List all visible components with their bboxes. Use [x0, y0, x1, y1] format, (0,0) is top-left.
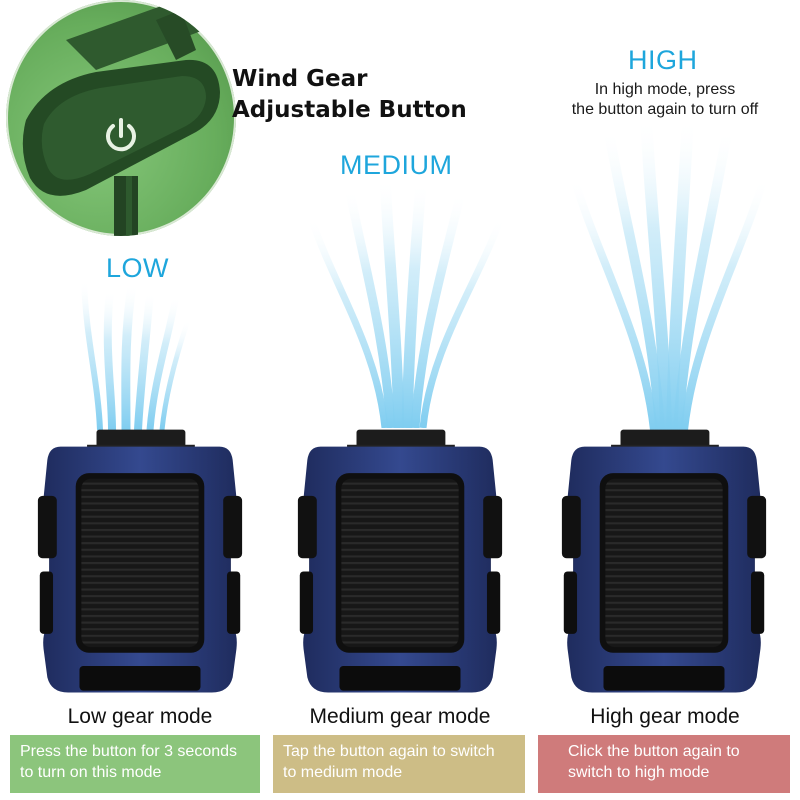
- high-mode-note: In high mode, press the button again to …: [540, 80, 790, 120]
- high-mode-note-line2: the button again to turn off: [571, 101, 759, 118]
- low-level-label: LOW: [106, 253, 170, 283]
- high-mode-title: High gear mode: [590, 705, 740, 728]
- high-mode-fan: [561, 429, 767, 693]
- low-mode-instructions-line2: to turn on this mode: [20, 764, 162, 781]
- high-mode-note-line1: In high mode, press: [594, 81, 736, 98]
- high-mode-instructions: Click the button again to switch to high…: [538, 735, 790, 793]
- high-level-label: HIGH: [628, 45, 698, 75]
- low-mode-instructions-line1: Press the button for 3 seconds: [20, 743, 238, 760]
- inset-heading-line2: Adjustable Button: [232, 97, 467, 123]
- medium-mode-instructions-line1: Tap the button again to switch: [283, 743, 495, 760]
- medium-airflow-graphic: [307, 178, 505, 428]
- medium-mode-title: Medium gear mode: [309, 705, 491, 728]
- medium-mode-fan: [297, 429, 503, 693]
- button-closeup-inset: [6, 0, 236, 236]
- inset-heading: Wind Gear Adjustable Button: [232, 64, 492, 126]
- medium-mode-instructions-line2: to medium mode: [283, 764, 403, 781]
- power-icon: [98, 112, 144, 158]
- low-mode-instructions: Press the button for 3 seconds to turn o…: [10, 735, 260, 793]
- low-airflow-graphic: [81, 280, 190, 430]
- low-mode-title: Low gear mode: [67, 705, 213, 728]
- medium-level-label: MEDIUM: [340, 150, 453, 180]
- inset-heading-line1: Wind Gear: [232, 66, 368, 92]
- medium-mode-instructions: Tap the button again to switch to medium…: [273, 735, 525, 793]
- low-mode-fan: [37, 429, 243, 693]
- high-mode-instructions-line1: Click the button again to: [568, 743, 740, 760]
- high-mode-instructions-line2: switch to high mode: [568, 764, 710, 781]
- high-airflow-graphic: [570, 118, 768, 430]
